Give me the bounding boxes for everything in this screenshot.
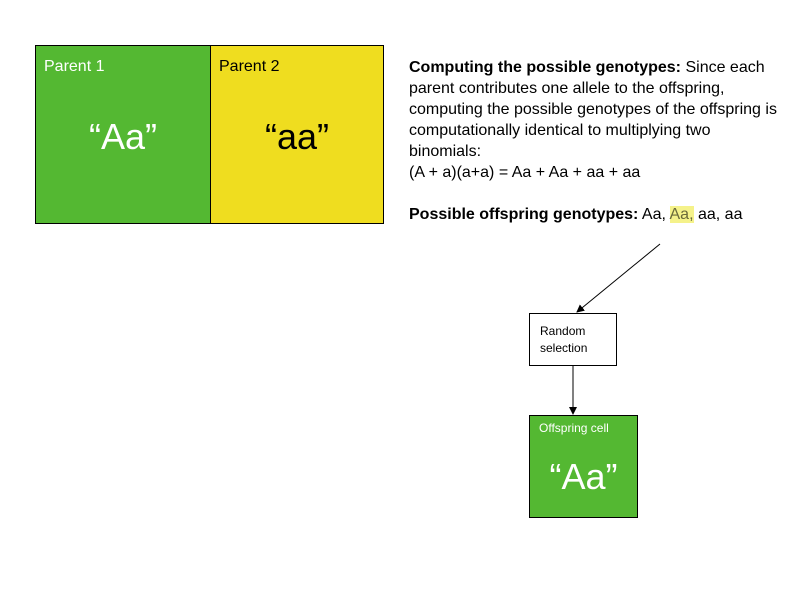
parent-1-label: Parent 1 [44, 58, 105, 75]
explanation-paragraph: Computing the possible genotypes: Since … [409, 57, 779, 162]
parent-2-label: Parent 2 [219, 58, 280, 75]
genotype-item: Aa, [641, 206, 666, 223]
explanation-body: Since each parent contributes one allele… [409, 59, 777, 160]
offspring-cell: Offspring cell “Aa” [529, 415, 638, 518]
parent-1-genotype: “Aa” [88, 116, 157, 157]
explanation-text: Computing the possible genotypes: Since … [409, 57, 779, 225]
random-selection-line-2: selection [540, 341, 588, 355]
possible-genotypes-line: Possible offspring genotypes: Aa, Aa, aa… [409, 204, 779, 225]
offspring-label: Offspring cell [539, 421, 609, 435]
explanation-heading: Computing the possible genotypes: [409, 59, 682, 76]
possible-genotypes-heading: Possible offspring genotypes: [409, 206, 639, 223]
arrow-to-random-selection [576, 243, 661, 313]
genotype-item: aa, [697, 206, 721, 223]
parent-1-cell: Parent 1 “Aa” [35, 45, 211, 224]
offspring-genotype: “Aa” [549, 456, 618, 497]
parent-2-genotype: “aa” [264, 116, 330, 157]
binomial-equation: (A + a)(a+a) = Aa + Aa + aa + aa [409, 164, 641, 181]
genotype-item-highlighted: Aa, [669, 206, 694, 223]
random-selection-line-1: Random [540, 324, 586, 338]
genotype-item: aa [724, 206, 743, 223]
parent-2-cell: Parent 2 “aa” [210, 45, 384, 224]
random-selection-box: Random selection [529, 313, 617, 366]
